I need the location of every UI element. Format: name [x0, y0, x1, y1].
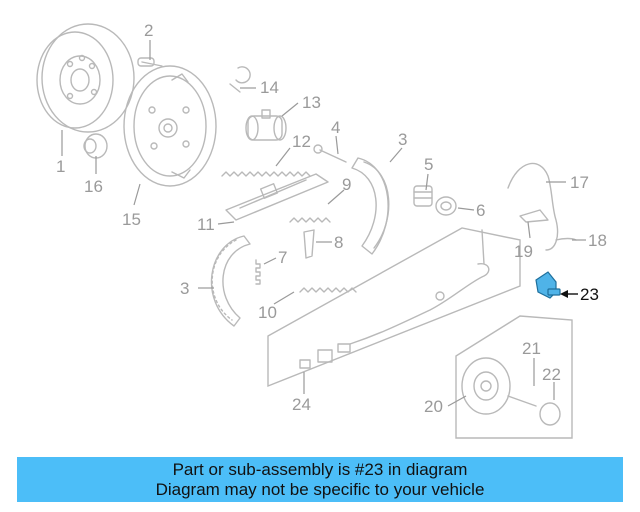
- callout-15: 15: [122, 210, 141, 229]
- callout-5: 5: [424, 155, 433, 174]
- callout-24: 24: [292, 395, 311, 414]
- banner-line-1: Part or sub-assembly is #23 in diagram: [172, 460, 468, 479]
- callout-23: 23: [580, 285, 599, 304]
- callout-3-lower: 3: [180, 279, 189, 298]
- banner-line-2: Diagram may not be specific to your vehi…: [155, 480, 485, 499]
- callout-20: 20: [424, 397, 443, 416]
- hold-down-pin: [313, 144, 347, 163]
- callout-8: 8: [334, 233, 343, 252]
- info-banner: Part or sub-assembly is #23 in diagram D…: [17, 457, 623, 502]
- arrowhead-23: [560, 290, 568, 298]
- backing-plate: [123, 65, 217, 187]
- strut-bar: [225, 173, 329, 221]
- callout-11: 11: [197, 215, 215, 234]
- callout-17: 17: [570, 173, 589, 192]
- callout-7: 7: [278, 248, 287, 267]
- adjuster-spring: [289, 217, 331, 223]
- cable-assembly-box: [267, 227, 521, 388]
- upper-spring: [221, 171, 311, 177]
- brake-hose: [507, 162, 577, 251]
- hub-assembly-box: [455, 315, 573, 439]
- brake-shoe-upper: [351, 157, 390, 255]
- wheel-cylinder: [245, 109, 287, 141]
- callout-16: 16: [84, 177, 103, 196]
- callout-18: 18: [588, 231, 607, 250]
- brake-drum: [36, 23, 135, 133]
- callout-6: 6: [476, 201, 485, 220]
- callout-21: 21: [522, 339, 541, 358]
- callout-14: 14: [260, 78, 279, 97]
- callout-12: 12: [292, 132, 311, 151]
- callout-22: 22: [542, 365, 561, 384]
- callout-2: 2: [144, 21, 153, 40]
- brake-shoe-lower: [210, 235, 251, 327]
- callout-4: 4: [331, 118, 340, 137]
- leader-lines: [61, 40, 586, 407]
- callout-1: 1: [56, 157, 65, 176]
- highlighted-sensor: [535, 271, 561, 299]
- adjuster-boot: [413, 185, 433, 207]
- drum-screw: [137, 57, 163, 67]
- callout-3-upper: 3: [398, 130, 407, 149]
- small-spring: [255, 259, 261, 285]
- lower-spring: [299, 287, 357, 293]
- callout-13: 13: [302, 93, 321, 112]
- bushing: [83, 133, 108, 159]
- cap: [435, 196, 457, 216]
- lever: [303, 229, 315, 259]
- callout-9: 9: [342, 175, 351, 194]
- callout-19: 19: [514, 242, 533, 261]
- callout-10: 10: [258, 303, 277, 322]
- clip-ring: [229, 66, 251, 93]
